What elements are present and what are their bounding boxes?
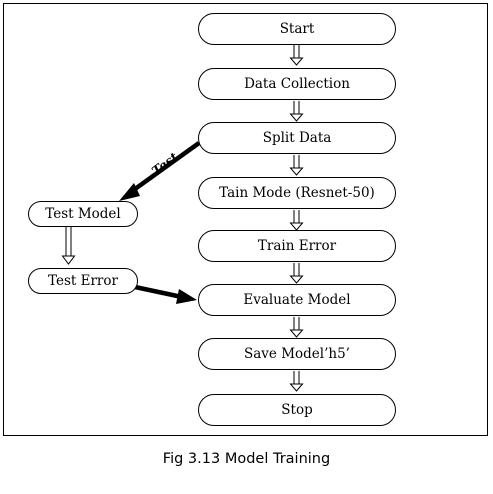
test-error-node: Test Error (28, 268, 138, 294)
test-model-node: Test Model (28, 201, 138, 227)
down-arrow (289, 371, 304, 392)
stop-node: Stop (198, 394, 396, 426)
down-arrow (61, 226, 76, 265)
save-model-node: Save Model’h5’ (198, 338, 396, 370)
down-arrow (289, 317, 304, 338)
down-arrow (289, 155, 304, 176)
start-node: Start (198, 13, 396, 45)
test-branch-arrow (119, 141, 201, 201)
down-arrow (289, 263, 304, 284)
down-arrow (289, 101, 304, 122)
data-collection-node: Data Collection (198, 68, 396, 100)
figure-caption: Fig 3.13 Model Training (162, 451, 331, 467)
down-arrow (289, 210, 304, 231)
train-model-node: Tain Mode (Resnet-50) (198, 177, 396, 209)
down-arrow (289, 45, 304, 66)
train-error-node: Train Error (198, 230, 396, 262)
evaluate-branch-arrow (134, 284, 197, 304)
split-data-node: Split Data (198, 122, 396, 154)
test-edge-label: Test (149, 149, 181, 178)
evaluate-model-node: Evaluate Model (198, 284, 396, 316)
